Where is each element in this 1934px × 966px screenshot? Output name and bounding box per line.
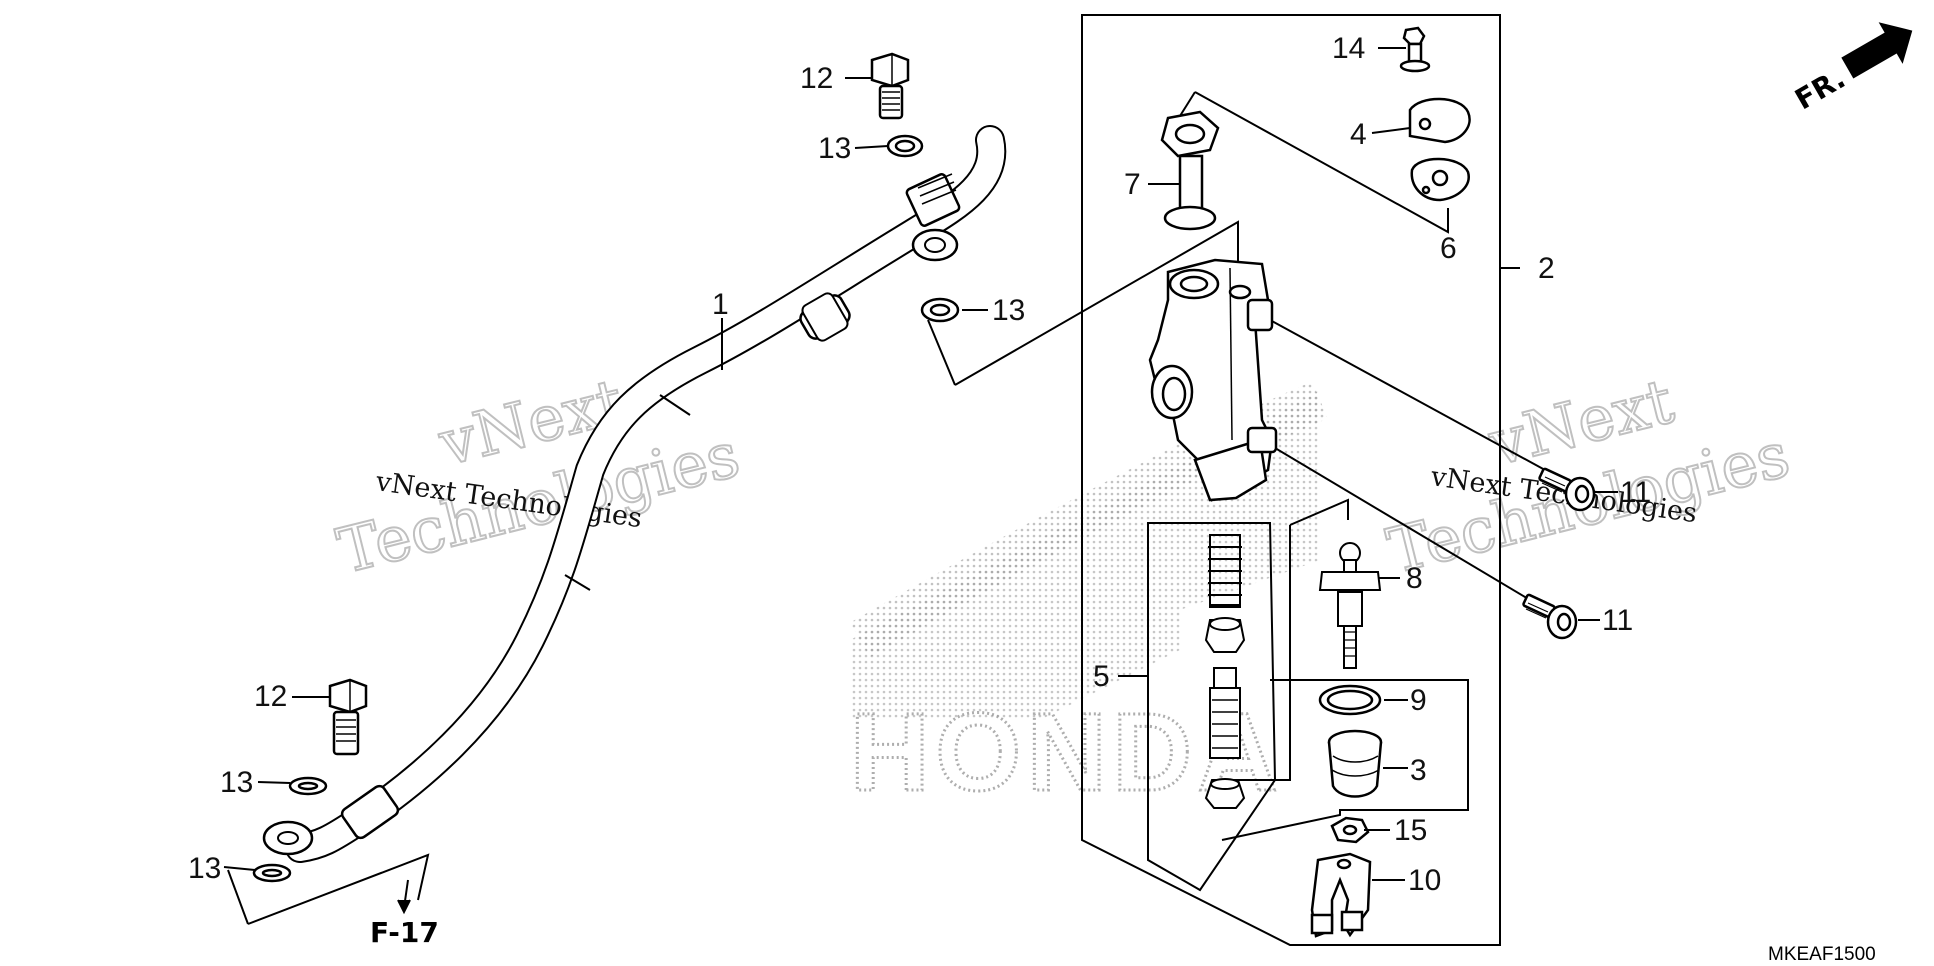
- callout-12-top: 12: [800, 62, 833, 95]
- callout-1: 1: [712, 288, 729, 321]
- callout-12-bottom: 12: [254, 680, 287, 713]
- reservoir-cap: [1408, 97, 1471, 144]
- brake-hose: [262, 125, 1007, 863]
- callout-5: 5: [1093, 660, 1110, 693]
- reservoir-connector: [1160, 110, 1220, 231]
- assembly-box-3-9-8: [1220, 498, 1469, 841]
- callout-6: 6: [1440, 232, 1457, 265]
- callout-10: 10: [1408, 864, 1441, 897]
- callout-13-c: 13: [220, 766, 253, 799]
- push-rod: [1318, 542, 1382, 669]
- callout-9: 9: [1410, 684, 1427, 717]
- callout-11-lower: 11: [1602, 604, 1633, 637]
- assembly-box-5: [1118, 522, 1277, 892]
- nut: [1330, 816, 1370, 844]
- circlip: [1318, 684, 1382, 716]
- master-cylinder-body: [1148, 258, 1278, 502]
- banjo-bolt-bottom: [328, 678, 368, 756]
- callout-7: 7: [1124, 168, 1141, 201]
- banjo-bolt-top: [870, 52, 910, 120]
- watermark-right: vNext Technologies: [1379, 363, 1797, 589]
- reference-label: F-17: [370, 916, 439, 949]
- callout-13-b: 13: [992, 294, 1025, 327]
- callout-2: 2: [1538, 252, 1555, 285]
- callout-13-d: 13: [188, 852, 221, 885]
- callout-11-upper: 11: [1620, 476, 1651, 509]
- callout-13-a: 13: [818, 132, 851, 165]
- mount-bolt-upper: [1538, 467, 1596, 512]
- diagram-code: MKEAF1500: [1768, 944, 1876, 965]
- callout-8: 8: [1406, 562, 1423, 595]
- mount-bolt-lower: [1522, 593, 1578, 640]
- cap-bolt: [1399, 26, 1431, 73]
- dust-boot: [1327, 729, 1383, 798]
- callout-15: 15: [1394, 814, 1427, 847]
- front-label: FR.: [1789, 62, 1850, 117]
- assembly-box-2: [1081, 14, 1520, 946]
- diaphragm-plate: [1410, 157, 1470, 202]
- clevis-joint: [1310, 852, 1372, 938]
- callout-4: 4: [1350, 118, 1367, 151]
- callout-leaders: [223, 47, 1618, 881]
- callout-14: 14: [1332, 32, 1365, 65]
- front-direction-arrow: FR.: [1789, 22, 1913, 117]
- callout-3: 3: [1410, 754, 1427, 787]
- piston-kit: [1204, 534, 1246, 809]
